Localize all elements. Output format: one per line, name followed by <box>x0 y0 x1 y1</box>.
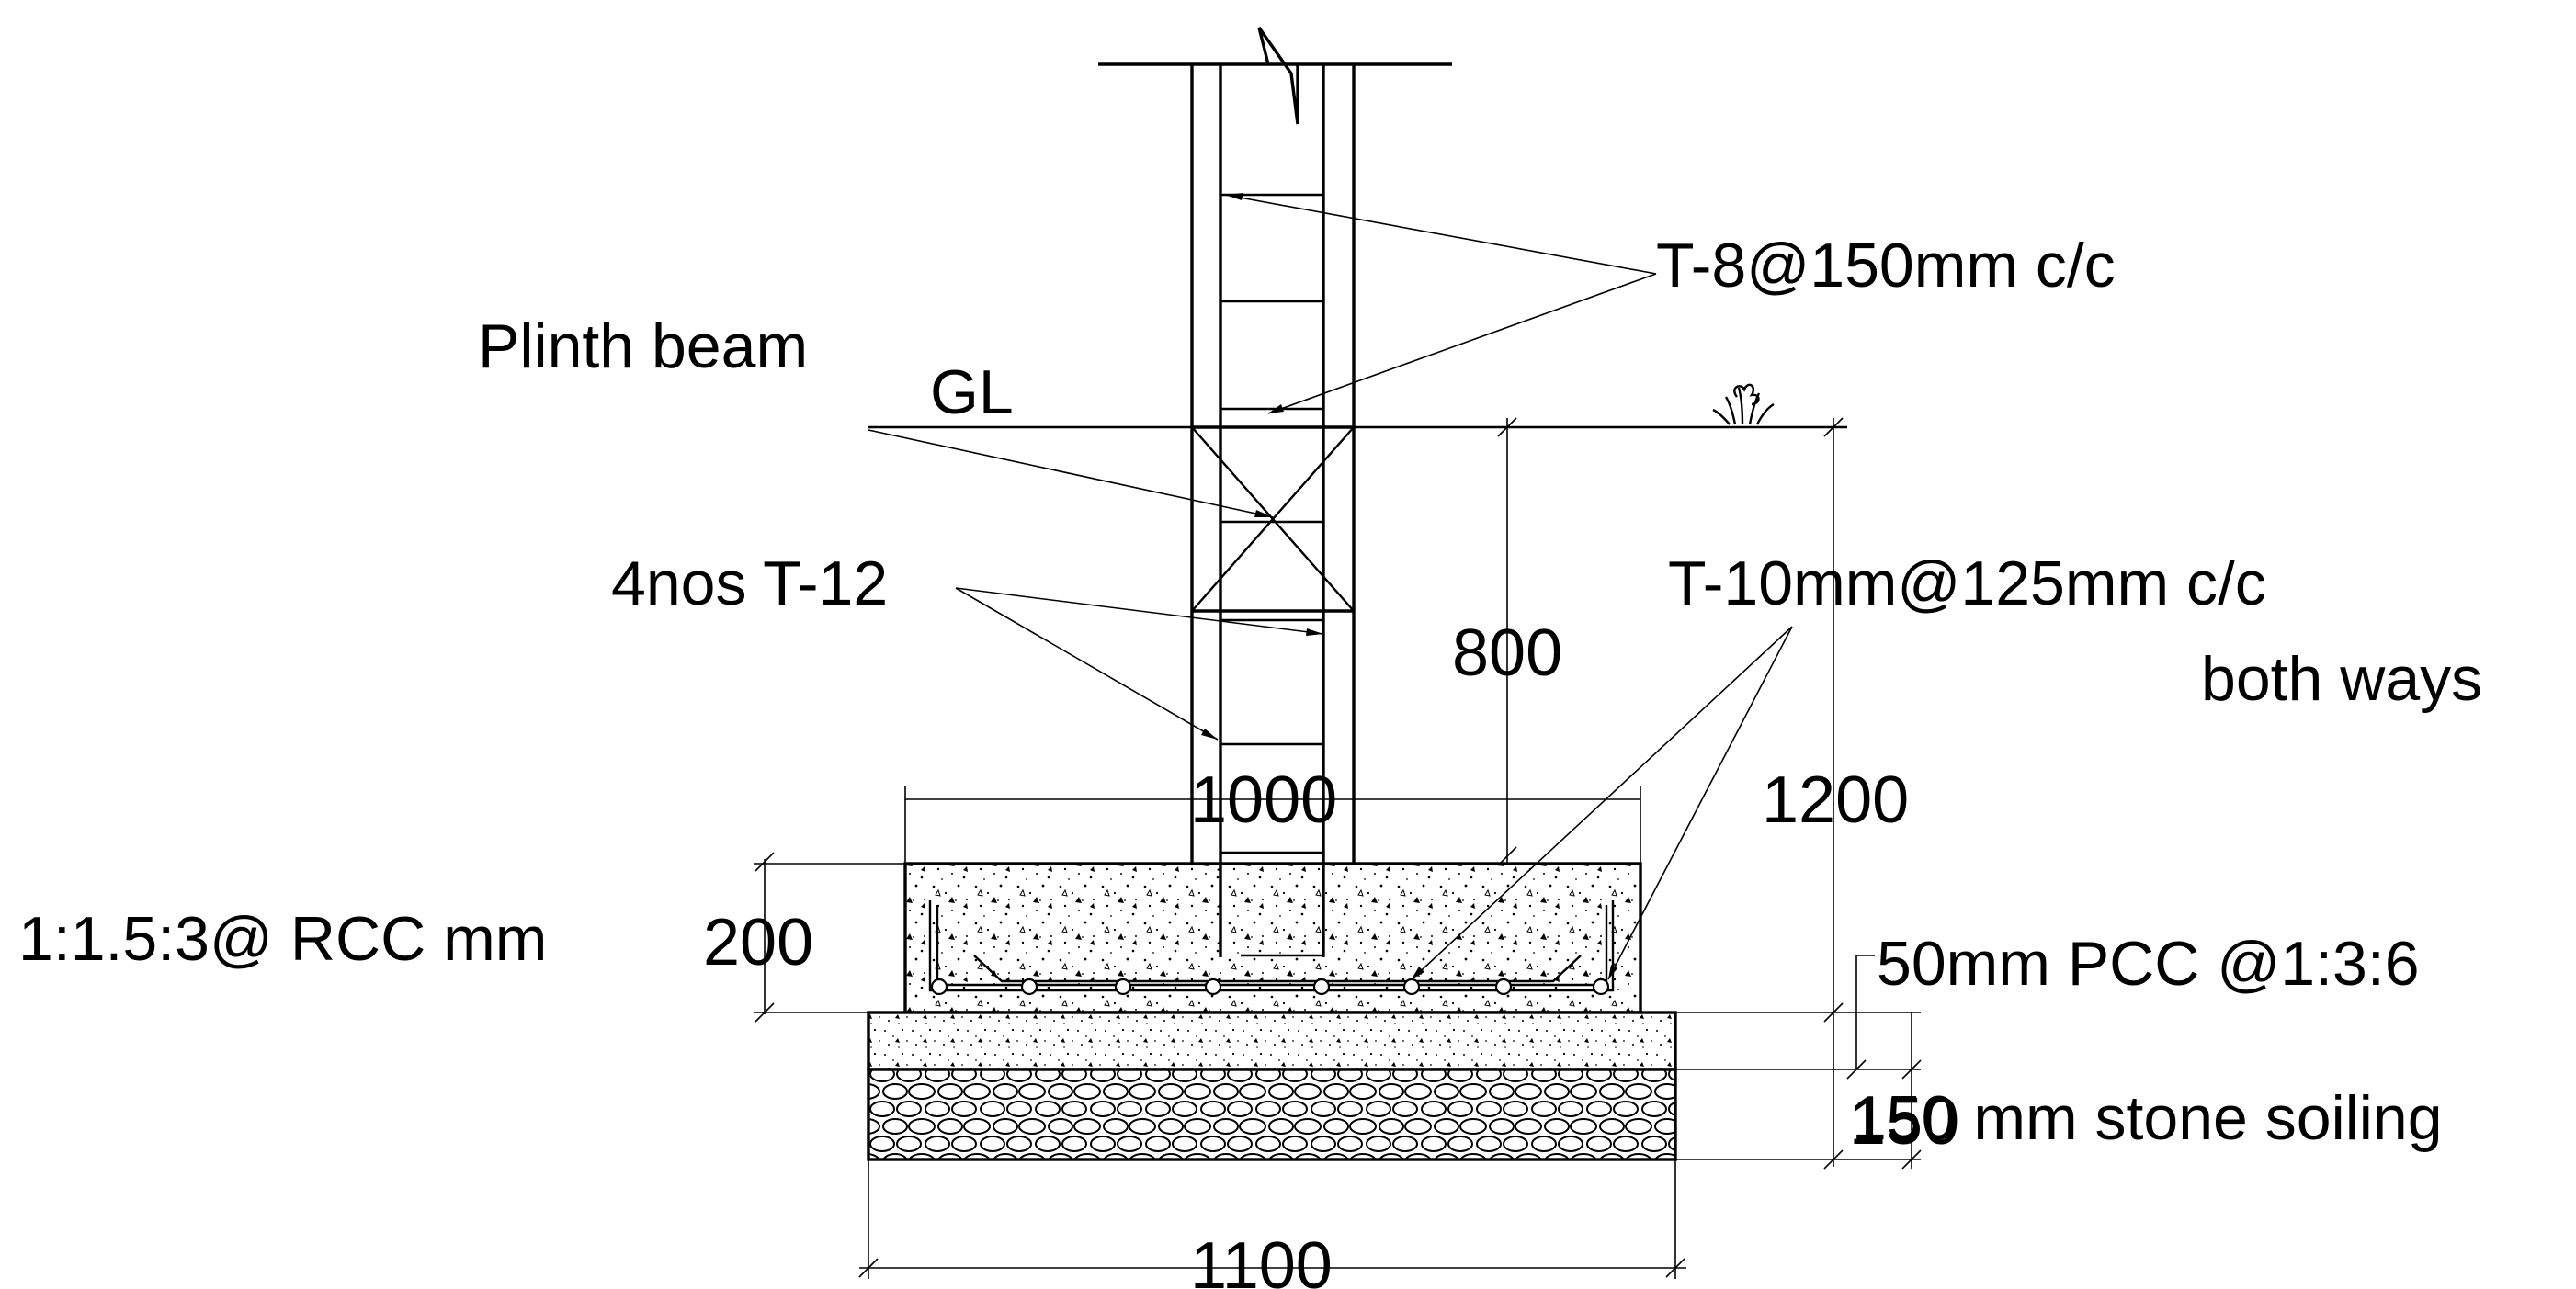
pcc-layer <box>867 1011 1677 1071</box>
soling-layer-label: 150 mm stone soiling <box>1852 1083 2443 1153</box>
stone-soling-layer <box>867 1068 1677 1161</box>
stirrup-label: T-8@150mm c/c <box>1656 231 2116 300</box>
grass-icon <box>1712 383 1775 425</box>
leader-lines <box>868 193 1793 980</box>
ground-level-line <box>868 383 1847 429</box>
ground-level-label: GL <box>930 357 1014 427</box>
total-depth-dimension: 1200 <box>1762 763 1909 837</box>
footing-thickness-dimension: 200 <box>703 906 813 979</box>
footing-reinforcement <box>928 900 1615 996</box>
column-break-symbol <box>1257 27 1299 125</box>
pcc-layer-label: 50mm PCC @1:3:6 <box>1877 929 2420 999</box>
plinth-depth-dimension: 800 <box>1452 616 1562 690</box>
plinth-beam <box>1191 425 1355 613</box>
annotations: T-8@150mm c/c Plinth beam GL 4nos T-12 T… <box>18 231 2482 1289</box>
column-bars-label: 4nos T-12 <box>611 548 888 618</box>
base-width-dimension: 1100 <box>1190 1229 1333 1289</box>
column-stirrups <box>1220 193 1323 854</box>
footing-bars-label-2: both ways <box>2201 644 2482 714</box>
footing-bars-label: T-10mm@125mm c/c <box>1668 548 2266 618</box>
soling-thickness-dimension: 150 <box>1849 1085 1959 1159</box>
dimension-lines <box>754 417 1922 1279</box>
footing-width-dimension: 1000 <box>1190 763 1337 837</box>
plinth-beam-label: Plinth beam <box>478 311 808 381</box>
concrete-mix-label: 1:1.5:3@ RCC mm <box>18 904 547 974</box>
